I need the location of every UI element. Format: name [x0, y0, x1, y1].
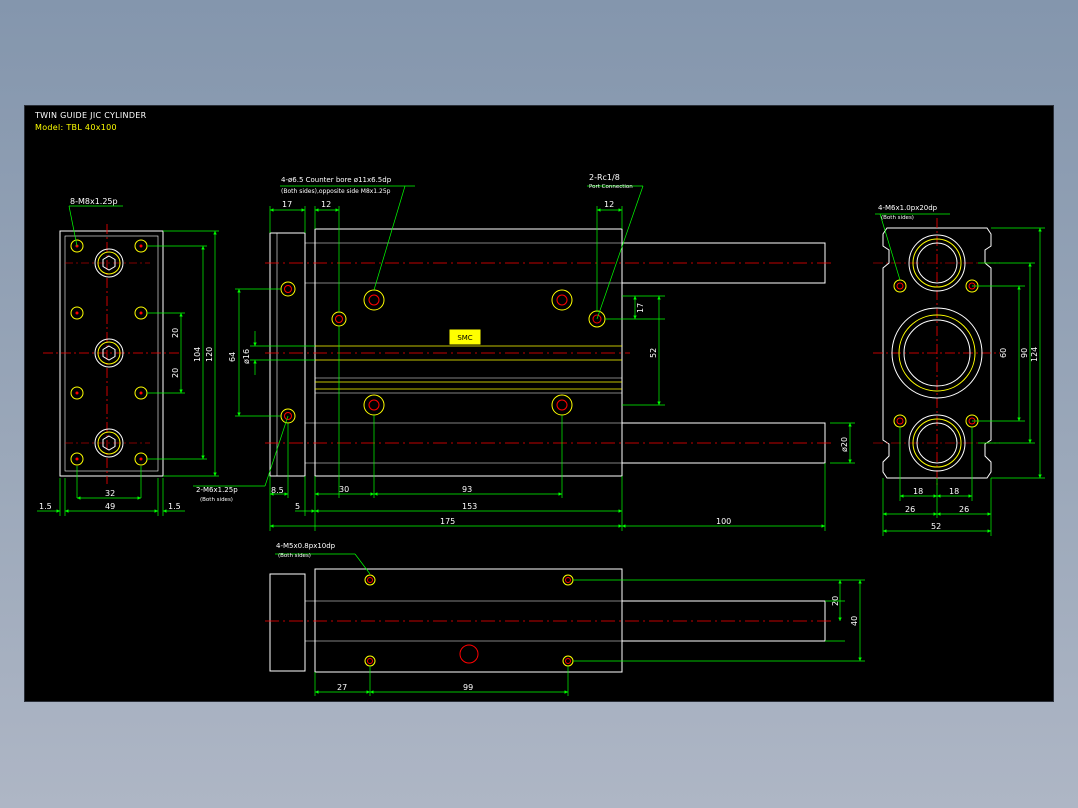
- dim-175: 175: [440, 517, 455, 526]
- callout-bottom-holes: 4-M5x0.8px10dp: [276, 542, 336, 550]
- dim-30: 30: [339, 485, 349, 494]
- dim-120: 120: [205, 347, 214, 362]
- dim-20-b: 20: [171, 368, 180, 378]
- top-body: [314, 568, 623, 673]
- dim-12-right: 12: [604, 200, 614, 209]
- dim-20-top: 20: [831, 596, 840, 606]
- callout-bottom-holes-sub: (Both sides): [278, 553, 311, 559]
- technical-drawing: SMC: [37, 173, 1045, 696]
- callout-right-holes: 4-M6x1.0px20dp: [878, 204, 938, 212]
- side-dimension-lines: [193, 185, 855, 531]
- dim-32: 32: [105, 489, 115, 498]
- callout-port: 2-Rc1/8: [589, 173, 620, 182]
- end-view: [873, 213, 1045, 536]
- body-white-lines: [315, 377, 622, 394]
- label-plate-text: SMC: [457, 334, 472, 342]
- callout-right-holes-sub: (Both sides): [881, 215, 914, 221]
- dim-60: 60: [999, 348, 1008, 358]
- dim-8-5: 8.5: [271, 486, 284, 495]
- model-label: Model: TBL 40x100: [35, 123, 117, 132]
- dim-18-b: 18: [949, 487, 959, 496]
- top-view: [265, 553, 865, 696]
- callout-counterbore: 4-ø6.5 Counter bore ø11x6.5dp: [281, 176, 392, 184]
- dim-1-5-left: 1.5: [39, 502, 52, 511]
- dim-26-b: 26: [959, 505, 969, 514]
- end-tapped-holes: [893, 279, 979, 428]
- front-hole-centers: [75, 244, 143, 461]
- callout-counterbore-sub: (Both sides),opposite side M8x1.25p: [281, 188, 391, 195]
- drawing-title: TWIN GUIDE JIC CYLINDER: [35, 111, 147, 120]
- dim-52-side: 52: [649, 348, 658, 358]
- dim-153: 153: [462, 502, 477, 511]
- dim-17-top: 17: [282, 200, 292, 209]
- drawing-canvas[interactable]: TWIN GUIDE JIC CYLINDER Model: TBL 40x10…: [25, 106, 1053, 701]
- end-view-outline: [882, 227, 992, 479]
- front-bolt-heads: [94, 248, 124, 458]
- dim-104: 104: [193, 347, 202, 362]
- dim-1-5-right: 1.5: [168, 502, 181, 511]
- end-dimension-lines: [875, 213, 1045, 536]
- dim-26-a: 26: [905, 505, 915, 514]
- annotation-labels: 8-M8x1.25p 4-ø6.5 Counter bore ø11x6.5dp…: [39, 173, 1039, 692]
- dim-27: 27: [337, 683, 347, 692]
- dim-40-top: 40: [850, 616, 859, 626]
- dim-90: 90: [1020, 348, 1029, 358]
- callout-side-holes: 2-M6x1.25p: [196, 486, 238, 494]
- dim-18-a: 18: [913, 487, 923, 496]
- top-end-plate: [269, 573, 306, 672]
- callout-side-holes-sub: (Both sides): [200, 497, 233, 503]
- dim-16: ø16: [242, 349, 251, 364]
- dim-49: 49: [105, 502, 115, 511]
- dim-5: 5: [295, 502, 300, 511]
- dim-124: 124: [1030, 347, 1039, 362]
- front-plate-inner: [64, 235, 159, 472]
- dim-93: 93: [462, 485, 472, 494]
- front-view: [37, 205, 219, 516]
- label-plate: [449, 329, 481, 345]
- dim-100: 100: [716, 517, 731, 526]
- dim-20-rod: ø20: [840, 437, 849, 452]
- dim-64: 64: [228, 352, 237, 362]
- front-plate-outline: [59, 230, 164, 477]
- dim-99: 99: [463, 683, 473, 692]
- cylinder-body: [314, 228, 623, 477]
- top-dimension-lines: [275, 553, 865, 696]
- end-bores: [891, 234, 983, 472]
- callout-front-holes: 8-M8x1.25p: [70, 197, 118, 206]
- dim-20-a: 20: [171, 328, 180, 338]
- side-holes: [280, 281, 606, 424]
- top-holes: [364, 574, 574, 667]
- dim-52-end: 52: [931, 522, 941, 531]
- side-view: SMC: [193, 185, 855, 531]
- end-plate: [269, 232, 306, 477]
- dim-17-port: 17: [636, 303, 645, 313]
- callout-port-sub: Port Connection: [589, 184, 633, 190]
- body-yellow-lines: [315, 345, 622, 390]
- front-dimension-lines: [37, 205, 219, 516]
- dim-12-left: 12: [321, 200, 331, 209]
